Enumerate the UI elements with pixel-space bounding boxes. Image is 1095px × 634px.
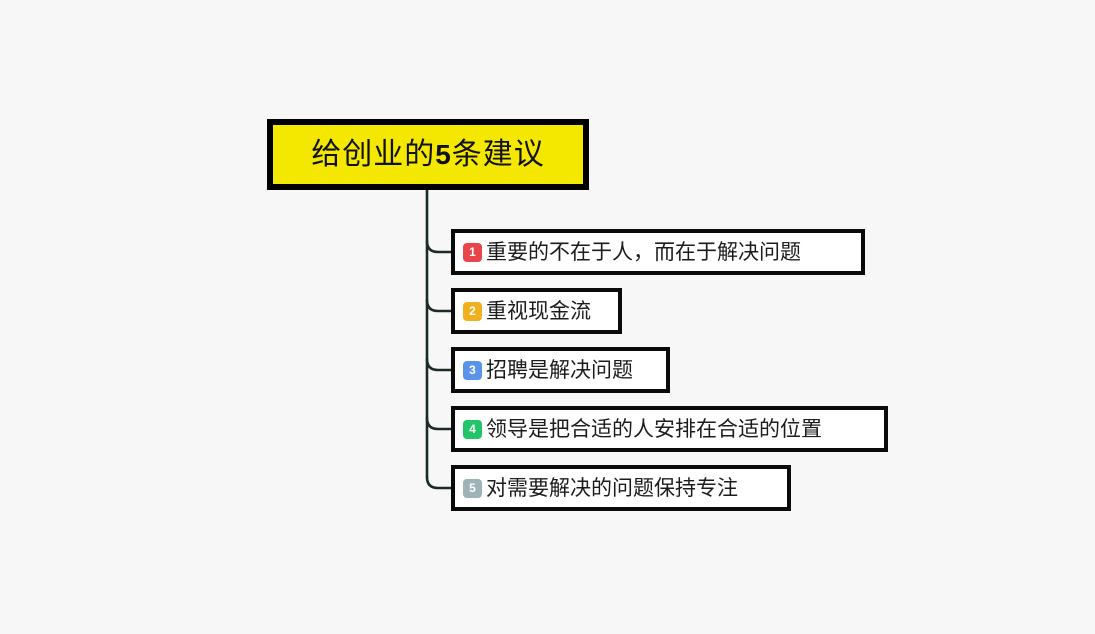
- child-node-1[interactable]: 1 重要的不在于人，而在于解决问题: [451, 229, 865, 275]
- child-node-4-label: 领导是把合适的人安排在合适的位置: [486, 416, 822, 441]
- badge-2-icon: 2: [463, 301, 482, 321]
- connector-branch-5: [425, 475, 453, 490]
- connector-branch-4: [425, 416, 453, 431]
- child-node-3-label: 招聘是解决问题: [486, 357, 633, 382]
- root-node[interactable]: 给创业的5条建议: [267, 119, 589, 190]
- badge-5-icon: 5: [463, 478, 482, 498]
- badge-3-icon: 3: [463, 360, 482, 380]
- badge-1-icon: 1: [463, 242, 482, 262]
- child-node-5-label: 对需要解决的问题保持专注: [486, 475, 738, 500]
- child-node-4[interactable]: 4 领导是把合适的人安排在合适的位置: [451, 406, 888, 452]
- child-node-5[interactable]: 5 对需要解决的问题保持专注: [451, 465, 791, 511]
- badge-4-icon: 4: [463, 419, 482, 439]
- child-node-2[interactable]: 2 重视现金流: [451, 288, 622, 334]
- child-node-3[interactable]: 3 招聘是解决问题: [451, 347, 670, 393]
- root-node-label: 给创业的5条建议: [311, 136, 545, 172]
- child-node-1-label: 重要的不在于人，而在于解决问题: [486, 239, 801, 264]
- child-node-2-label: 重视现金流: [486, 298, 591, 323]
- connector-branch-1: [425, 239, 453, 254]
- connector-branch-2: [425, 298, 453, 313]
- connector-branch-3: [425, 357, 453, 372]
